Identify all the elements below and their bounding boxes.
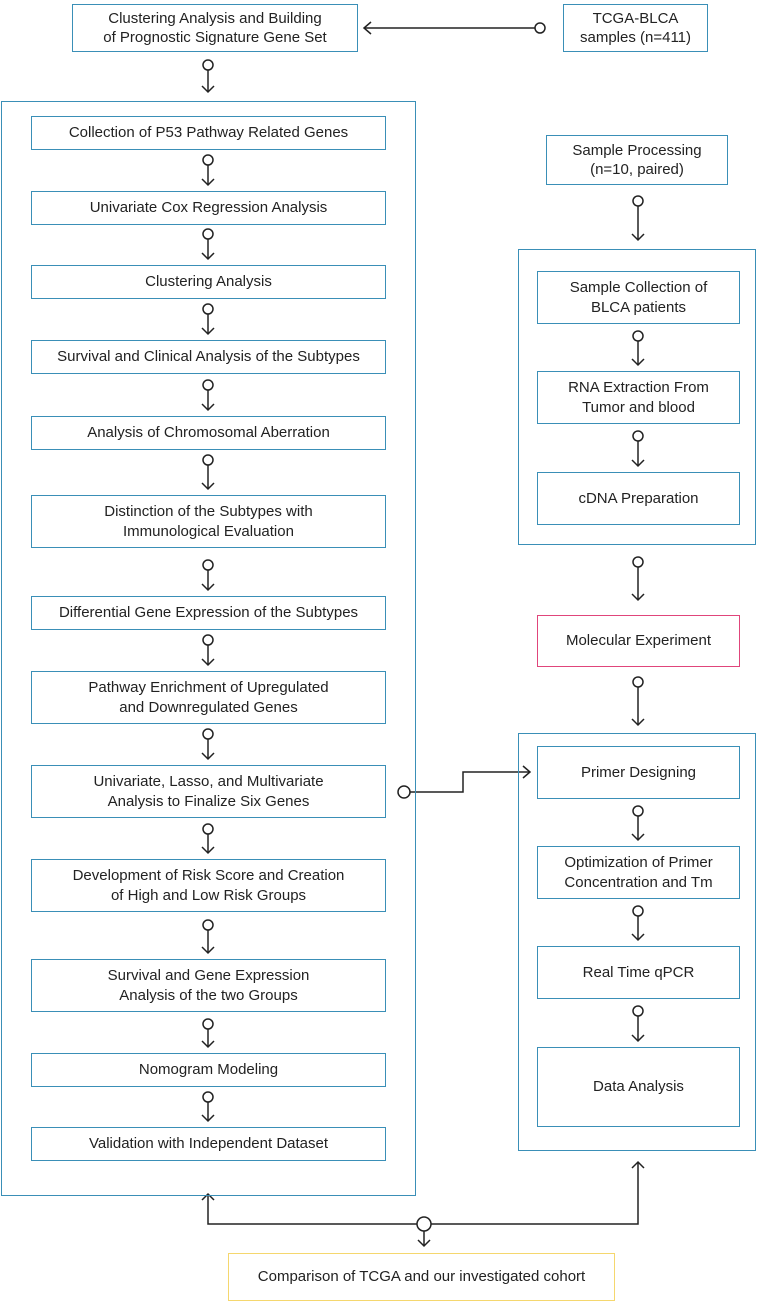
left-step-6: Distinction of the Subtypes with Immunol… xyxy=(31,495,386,548)
arrowhead-13 xyxy=(201,1114,215,1123)
connector-circle-14 xyxy=(632,195,644,207)
bottom-right-arrowhead xyxy=(631,1160,645,1169)
arrowhead-21 xyxy=(631,1034,645,1043)
primer-connector-line xyxy=(410,771,530,793)
connector-circle-17 xyxy=(632,556,644,568)
left-step-2: Univariate Cox Regression Analysis xyxy=(31,191,386,225)
primer-arrowhead xyxy=(522,765,532,779)
primer-optimization-box: Optimization of Primer Concentration and… xyxy=(537,846,740,899)
left-step-5: Analysis of Chromosomal Aberration xyxy=(31,416,386,450)
clustering-signature-box: Clustering Analysis and Building of Prog… xyxy=(72,4,358,52)
tcga-samples-box: TCGA-BLCA samples (n=411) xyxy=(563,4,708,52)
left-step-7: Differential Gene Expression of the Subt… xyxy=(31,596,386,630)
real-time-qpcr-box: Real Time qPCR xyxy=(537,946,740,999)
left-step-8: Pathway Enrichment of Upregulated and Do… xyxy=(31,671,386,724)
arrowhead-8 xyxy=(201,658,215,667)
arrowhead-1 xyxy=(201,85,215,94)
tcga-arrowhead xyxy=(362,21,372,35)
left-step-4: Survival and Clinical Analysis of the Su… xyxy=(31,340,386,374)
data-analysis-box: Data Analysis xyxy=(537,1047,740,1127)
left-pipeline-container xyxy=(1,101,416,1196)
arrowhead-16 xyxy=(631,459,645,468)
cdna-preparation-box: cDNA Preparation xyxy=(537,472,740,525)
left-step-9: Univariate, Lasso, and Multivariate Anal… xyxy=(31,765,386,818)
left-step-10: Development of Risk Score and Creation o… xyxy=(31,859,386,912)
arrowhead-20 xyxy=(631,933,645,942)
left-step-11: Survival and Gene Expression Analysis of… xyxy=(31,959,386,1012)
primer-designing-box: Primer Designing xyxy=(537,746,740,799)
left-step-1: Collection of P53 Pathway Related Genes xyxy=(31,116,386,150)
qpcr-container xyxy=(518,733,756,1151)
connector-circle-18 xyxy=(632,676,644,688)
arrowhead-12 xyxy=(201,1040,215,1049)
arrowhead-15 xyxy=(631,358,645,367)
arrowhead-17 xyxy=(631,593,645,602)
left-step-12: Nomogram Modeling xyxy=(31,1053,386,1087)
sample-collection-box: Sample Collection of BLCA patients xyxy=(537,271,740,324)
arrowhead-10 xyxy=(201,846,215,855)
arrowhead-9 xyxy=(201,752,215,761)
bottom-left-arrowhead xyxy=(201,1192,215,1201)
arrowhead-5 xyxy=(201,403,215,412)
arrowhead-19 xyxy=(631,833,645,842)
arrowhead-11 xyxy=(201,946,215,955)
arrowhead-7 xyxy=(201,583,215,592)
molecular-experiment-box: Molecular Experiment xyxy=(537,615,740,667)
left-step-13: Validation with Independent Dataset xyxy=(31,1127,386,1161)
comparison-box: Comparison of TCGA and our investigated … xyxy=(228,1253,615,1301)
sample-prep-container xyxy=(518,249,756,545)
connector-circle-1 xyxy=(202,59,214,71)
tcga-connector-circle xyxy=(534,22,546,34)
arrowhead-6 xyxy=(201,482,215,491)
arrowhead-2 xyxy=(201,178,215,187)
left-step-3: Clustering Analysis xyxy=(31,265,386,299)
rna-extraction-box: RNA Extraction From Tumor and blood xyxy=(537,371,740,424)
arrowhead-3 xyxy=(201,252,215,261)
arrowhead-4 xyxy=(201,327,215,336)
merge-circle xyxy=(416,1216,432,1232)
merge-arrowhead xyxy=(417,1239,431,1248)
arrowhead-18 xyxy=(631,718,645,727)
arrowhead-14 xyxy=(631,233,645,242)
sample-processing-box: Sample Processing (n=10, paired) xyxy=(546,135,728,185)
